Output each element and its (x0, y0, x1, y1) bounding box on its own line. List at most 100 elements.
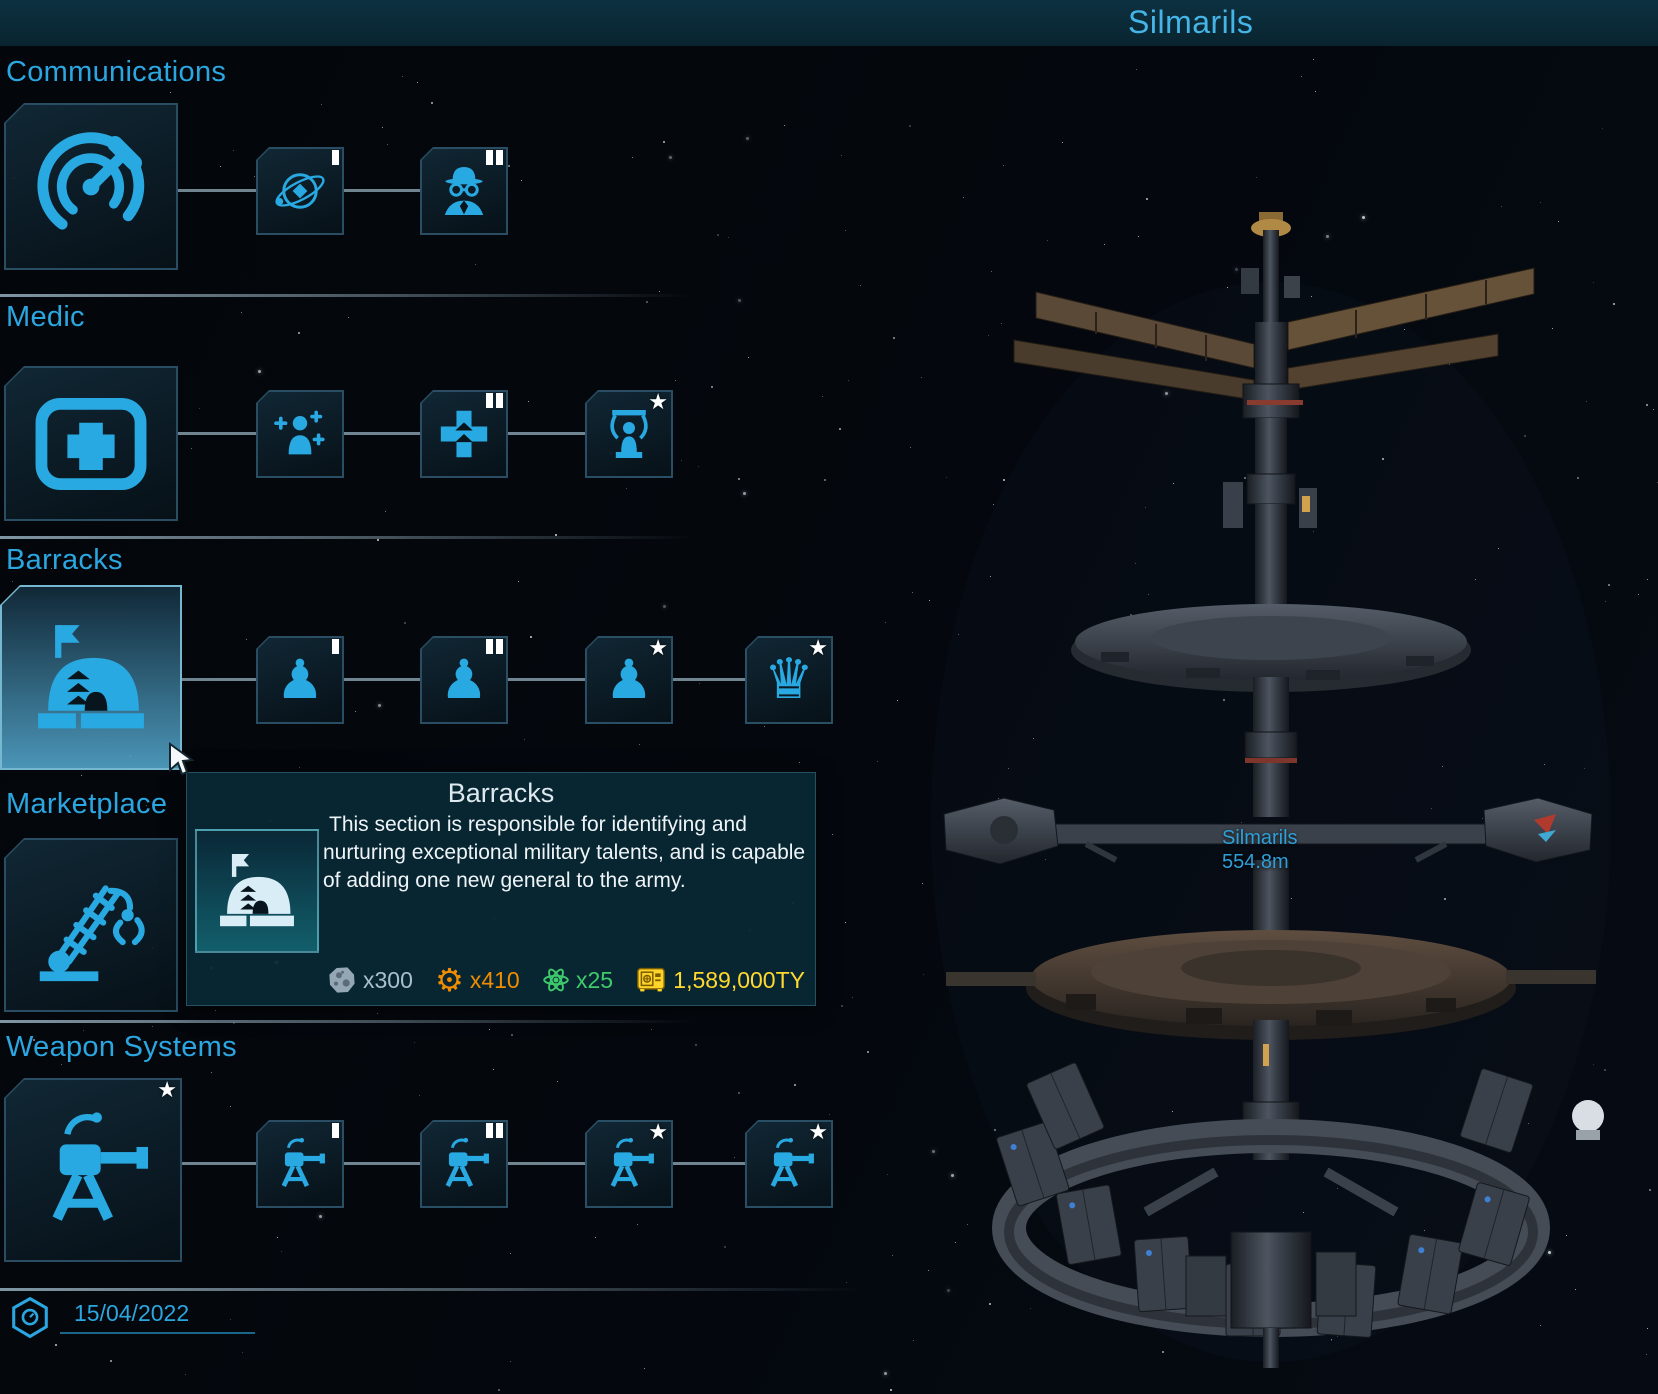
tooltip-description: This section is responsible for identify… (323, 813, 806, 892)
weapons-tier1-tile[interactable] (256, 1120, 344, 1208)
barracks-icon (213, 847, 301, 935)
medical-cross-upgrade-icon (435, 405, 493, 463)
communications-tier1-tile[interactable] (256, 147, 344, 235)
upgrade-connector (344, 1162, 420, 1165)
station-label: Silmarils 554.8m (1222, 826, 1298, 874)
turret-icon (29, 1106, 157, 1234)
pip (486, 1123, 493, 1138)
pip (496, 150, 503, 165)
cost-value: x25 (575, 966, 614, 993)
medic-tier1-tile[interactable] (256, 390, 344, 478)
section-divider (0, 294, 695, 297)
weapons-tier2-tile[interactable] (420, 1120, 508, 1208)
pip (496, 639, 503, 654)
pip (486, 393, 493, 408)
cost-credits: 1,589,000TY (635, 965, 805, 995)
section-header-communications: Communications (6, 56, 227, 88)
star-icon: ★ (648, 390, 668, 415)
tile-body (6, 105, 176, 268)
pip (486, 639, 493, 654)
star-icon: ★ (808, 1120, 828, 1145)
upgrade-level-pips (486, 1123, 503, 1138)
heal-person-icon (270, 404, 330, 464)
cost-value: x300 (363, 966, 413, 993)
upgrade-level-pips (332, 150, 339, 165)
tile-body (258, 149, 342, 233)
cost-gear: ⚙ x410 (435, 964, 520, 996)
upgrade-connector (673, 678, 745, 681)
upgrade-connector (344, 432, 420, 435)
cursor-pointer (169, 742, 195, 776)
vault-icon (635, 965, 667, 995)
title-bar: Silmarils (0, 0, 1658, 46)
medic-tier3-tile[interactable]: ★ (585, 390, 673, 478)
barracks-tier2-tile[interactable]: ♟ (420, 636, 508, 724)
pip (332, 639, 339, 654)
crane-icon (30, 864, 152, 986)
crown-icon: ♛ (763, 647, 815, 712)
star-icon: ★ (648, 1120, 668, 1145)
station-name: Silmarils (1222, 827, 1298, 849)
upgrade-connector (182, 1162, 256, 1165)
cost-asteroid: x300 (327, 965, 413, 995)
communications-hub-tile[interactable] (4, 103, 178, 270)
communications-tier2-tile[interactable] (420, 147, 508, 235)
weapons-tier4-tile[interactable]: ★ (745, 1120, 833, 1208)
upgrade-connector (508, 1162, 585, 1165)
cost-value: 1,589,000TY (673, 966, 805, 993)
section-divider (0, 536, 695, 539)
pip (332, 150, 339, 165)
upgrade-level-pips (332, 639, 339, 654)
barracks-icon (28, 615, 154, 741)
elite-badge: ★ (808, 636, 828, 661)
upgrade-level-pips (332, 1123, 339, 1138)
station-height: 554.8m (1222, 851, 1289, 873)
tooltip-icon-tile (195, 829, 319, 953)
radar-icon (31, 127, 151, 247)
section-divider (0, 1288, 862, 1291)
barracks-tier3-tile[interactable]: ♟ ★ (585, 636, 673, 724)
upgrade-connector (344, 189, 420, 192)
pip (496, 1123, 503, 1138)
marketplace-hub-tile[interactable] (4, 838, 178, 1012)
tile-body (258, 392, 342, 476)
weapon-systems-hub-tile[interactable]: ★ (4, 1078, 182, 1262)
medic-tier2-tile[interactable] (420, 390, 508, 478)
asteroid-icon (327, 965, 357, 995)
tile-body: ♟ (258, 638, 342, 722)
spy-icon (434, 161, 494, 221)
cost-value: x410 (469, 966, 520, 993)
tile-body (6, 1080, 180, 1260)
page-title: Silmarils (1128, 4, 1254, 40)
upgrade-level-pips (486, 393, 503, 408)
tile-body (747, 1122, 831, 1206)
upgrade-connector (344, 678, 420, 681)
section-divider (0, 1020, 695, 1023)
tooltip-title: Barracks (447, 778, 555, 808)
barracks-tier4-tile[interactable]: ♛ ★ (745, 636, 833, 724)
section-header-medic: Medic (6, 301, 85, 333)
footer-underline (60, 1332, 255, 1334)
cost-atom: x25 (542, 966, 613, 994)
barracks-tier1-tile[interactable]: ♟ (256, 636, 344, 724)
gear-icon: ⚙ (435, 961, 464, 999)
upgrade-connector (508, 432, 585, 435)
pip (332, 1123, 339, 1138)
barracks-hub-tile[interactable] (0, 585, 182, 770)
turret-icon (435, 1135, 493, 1193)
tooltip-cost-row: x300 ⚙ x410 x25 1,589,000TY (327, 964, 805, 996)
barracks-tooltip: Barracks This section is responsible for… (186, 772, 816, 1006)
tile-body (2, 587, 180, 768)
orbit-icon (271, 162, 329, 220)
section-header-weapon-systems: Weapon Systems (6, 1031, 237, 1063)
medic-hub-tile[interactable] (4, 366, 178, 521)
upgrade-level-pips (486, 150, 503, 165)
turret-icon (271, 1135, 329, 1193)
section-header-barracks: Barracks (6, 544, 123, 576)
calendar-hex-icon (8, 1296, 52, 1340)
station-viewport[interactable] (886, 172, 1656, 1382)
weapons-tier3-tile[interactable]: ★ (585, 1120, 673, 1208)
tile-body (587, 1122, 671, 1206)
star-icon: ★ (808, 636, 828, 661)
